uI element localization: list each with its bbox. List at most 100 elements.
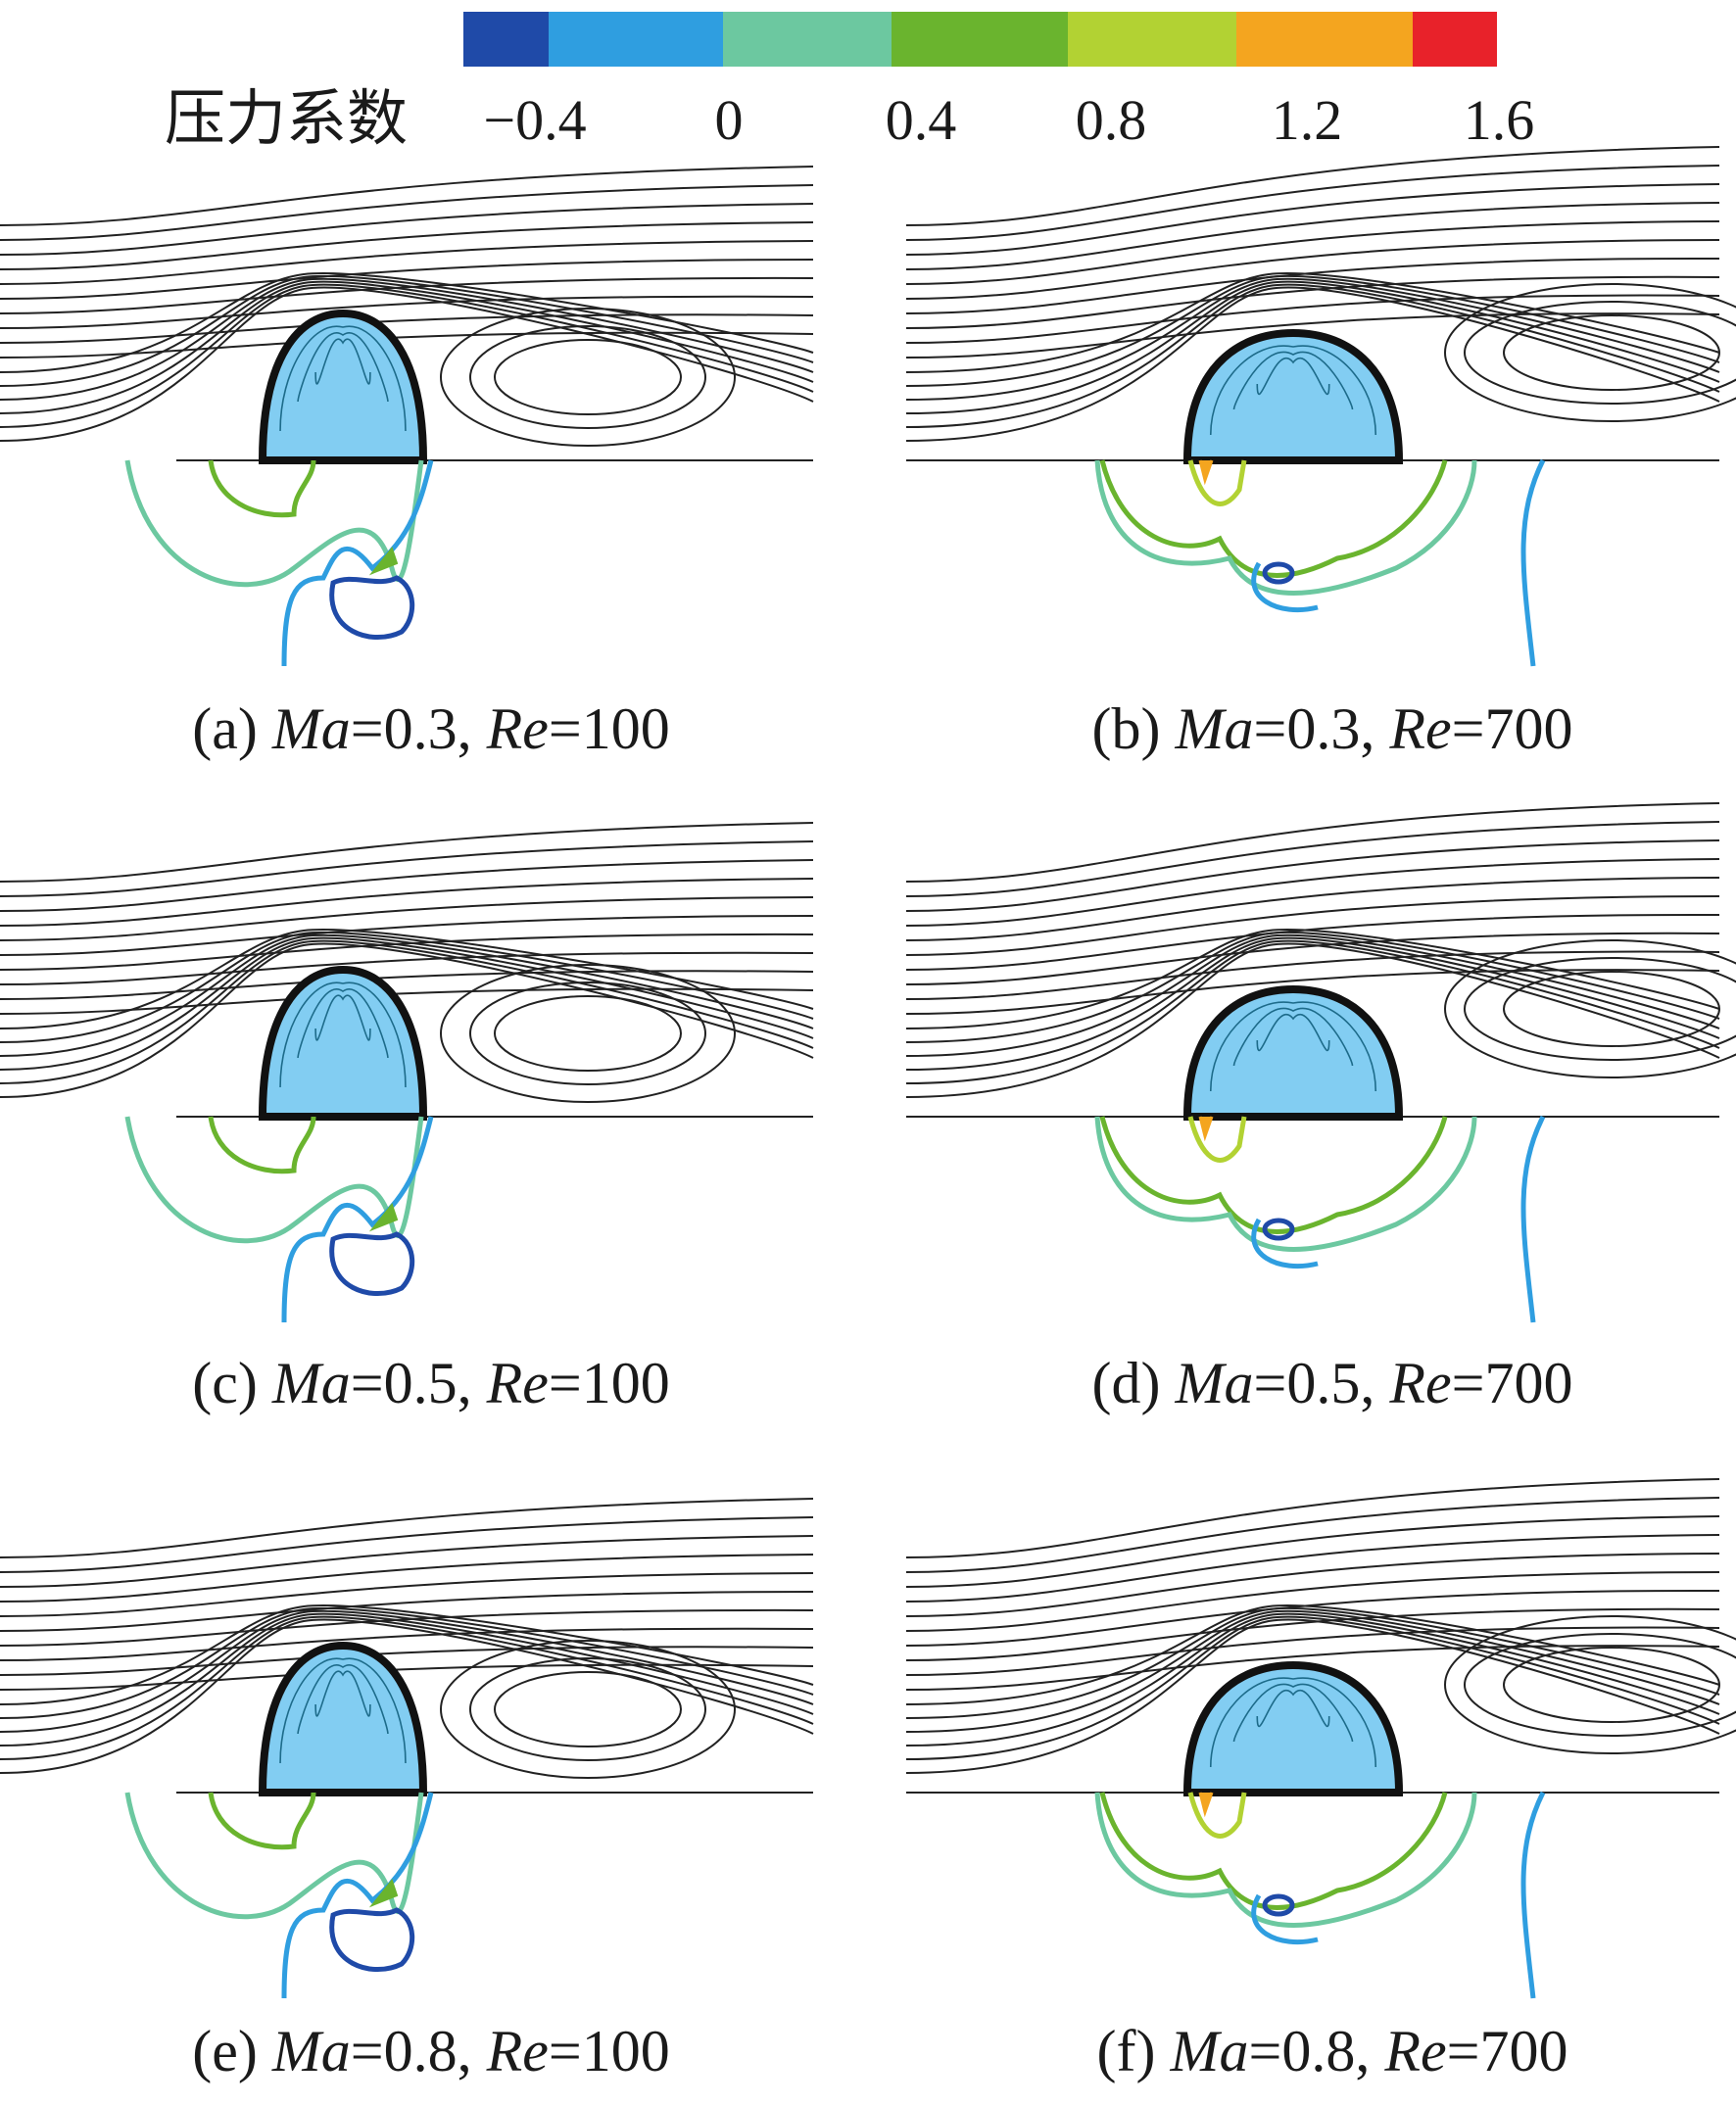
streamline [905,932,1720,1043]
streamline [905,220,1720,285]
legend-tick-4: 0.8 [1076,88,1147,152]
mach-value: =0.5, [1253,1351,1375,1415]
streamline [905,280,1720,414]
streamline [905,969,1720,1015]
pressure-contour [1520,1791,1546,1999]
recirculation-loop [440,1640,736,1779]
caption-f: (f) Ma=0.8, Re=700 [1058,2018,1607,2085]
panel-c [0,822,814,1323]
reynolds-value: =700 [1451,696,1573,761]
panels-group [0,146,1736,1999]
streamline [0,1612,814,1747]
legend-tick-5: 1.2 [1272,88,1343,152]
streamline [905,1589,1720,1647]
colorbar-segment [463,12,549,67]
mach-value: =0.8, [1248,2019,1371,2083]
streamline [905,239,1720,300]
streamline [0,295,814,329]
colorbar-segment [1068,12,1236,67]
reynolds-symbol: Re [486,1351,549,1415]
panel-d [905,802,1736,1323]
interior-contour [314,994,371,1041]
pressure-contour [1094,459,1477,596]
legend-tick-3: 0.4 [886,88,957,152]
streamline [905,939,1720,1084]
streamline [905,1618,1720,1774]
colorbar-segment [892,12,1068,67]
streamline [905,942,1720,1098]
streamline [905,286,1720,442]
colorbar-segment [549,12,723,67]
streamline [0,276,814,314]
streamline [0,240,814,285]
recirculation-loop [469,1657,706,1761]
caption-b: (b) Ma=0.3, Re=700 [1058,695,1607,763]
pressure-contour [1262,1893,1295,1917]
reynolds-symbol: Re [1389,696,1452,761]
streamline [905,929,1720,1029]
caption-d: (d) Ma=0.5, Re=700 [1058,1350,1607,1417]
legend-tick-6: 1.6 [1464,88,1535,152]
streamline [905,877,1720,941]
legend-title: 压力系数 [165,86,408,153]
pressure-contour [281,1792,434,1999]
mach-symbol: Ma [1170,2019,1249,2083]
mach-symbol: Ma [1175,696,1254,761]
pressure-contour [1198,459,1214,486]
reynolds-value: =700 [1451,1351,1573,1415]
streamline [0,272,814,373]
mach-value: =0.8, [350,2019,472,2083]
streamline [905,1604,1720,1705]
interior-contour [1256,1690,1330,1727]
streamline [905,1609,1720,1733]
streamline [0,933,814,971]
panel-label: (e) [192,2019,258,2083]
recirculation-loop [440,308,736,447]
recirculation-loop [1464,957,1736,1061]
pressure-contour [281,459,434,667]
streamline [905,839,1720,912]
streamline [905,821,1720,897]
streamline [0,1606,814,1719]
interior-contour [279,325,407,432]
pressure-contour [1187,1116,1247,1163]
recirculation-loop [469,981,706,1085]
streamline [905,202,1720,270]
recirculation-loop [1444,939,1736,1078]
reynolds-value: =100 [548,696,670,761]
reynolds-value: =100 [548,1351,670,1415]
streamline [0,933,814,1057]
streamline [0,203,814,256]
legend-tick-1: −0.4 [483,88,586,152]
streamline [0,929,814,1029]
mach-value: =0.5, [350,1351,472,1415]
recirculation-loop [1464,301,1736,405]
pressure-contour [1094,1792,1477,1928]
streamline [0,1604,814,1705]
streamline [0,1535,814,1588]
pressure-contour [124,459,424,588]
streamline [0,896,814,941]
streamline [0,277,814,401]
pressure-contour [1251,1218,1319,1269]
interior-contour [297,332,389,403]
pressure-contour [208,1792,316,1850]
streamline [0,313,814,344]
interior-contour [314,338,371,385]
streamline [905,312,1720,359]
streamline [0,878,814,927]
mach-value: =0.3, [1253,696,1375,761]
streamline [0,822,814,883]
pressure-contour [368,1202,399,1232]
reynolds-value: =700 [1446,2019,1568,2083]
pressure-contour [1198,1116,1214,1142]
streamline [0,1608,814,1647]
pressure-contour [368,546,399,576]
streamline [0,1646,814,1676]
streamline [0,1572,814,1617]
interior-contour [1209,1001,1377,1092]
caption-e: (e) Ma=0.8, Re=100 [157,2018,705,2085]
reynolds-symbol: Re [1384,2019,1447,2083]
pressure-contour [329,1231,415,1297]
panel-e [0,1498,814,1999]
